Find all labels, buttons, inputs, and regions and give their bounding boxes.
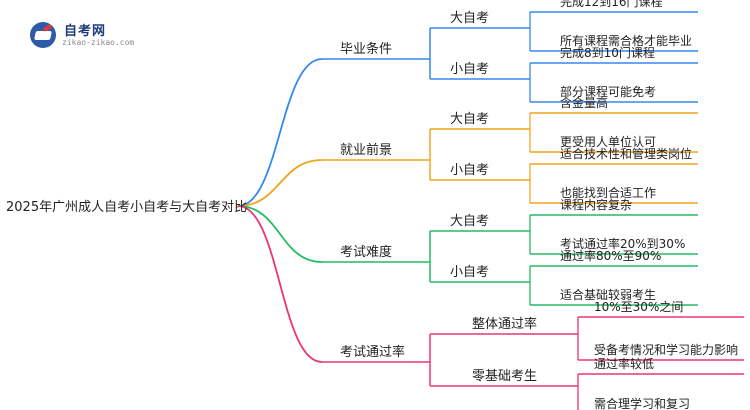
sub-label: 大自考 [450,214,489,229]
sub-label: 大自考 [450,11,489,26]
leaf-label: 课程内容复杂 [560,197,632,212]
sub-label: 小自考 [450,265,489,280]
branch-label: 就业前景 [340,142,392,158]
leaf-label: 部分课程可能免考 [560,84,656,99]
branch-label: 考试通过率 [340,344,405,360]
sub-label: 整体通过率 [472,316,537,332]
branch-link [237,58,323,207]
leaf-label: 受备考情况和学习能力影响 [594,342,738,357]
leaf-label: 也能找到合适工作 [560,185,656,200]
logo-name: 自考网 [64,24,107,39]
branch-link [237,205,323,363]
sub-label: 大自考 [450,112,489,127]
leaf-label: 考试通过率20%到30% [560,236,685,251]
site-logo: 自考网 zikao-zikao.com [30,18,140,54]
branch-link [237,205,323,263]
branch-label: 毕业条件 [340,41,392,57]
leaf-label: 所有课程需合格才能毕业 [560,33,692,48]
leaf-label: 适合技术性和管理类岗位 [560,146,692,161]
branch-link [237,159,323,207]
leaf-label: 通过率80%至90% [560,248,661,263]
leaf-label: 10%至30%之间 [594,300,683,314]
leaf-label: 更受用人单位认可 [560,134,656,149]
mortarboard-icon [30,22,56,48]
sub-label: 零基础考生 [472,369,537,384]
sub-label: 小自考 [450,62,489,77]
root-label: 2025年广州成人自考小自考与大自考对比 [6,200,247,215]
sub-label: 小自考 [450,163,489,178]
logo-url: zikao-zikao.com [62,38,135,47]
leaf-label: 通过率较低 [594,356,654,371]
leaf-label: 适合基础较弱考生 [560,287,656,302]
leaf-label: 完成12到16门课程 [560,0,663,9]
leaf-label: 完成8到10门课程 [560,45,655,60]
leaf-label: 含金量高 [560,95,608,110]
leaf-label: 需合理学习和复习 [594,396,690,410]
branch-label: 考试难度 [340,244,392,260]
